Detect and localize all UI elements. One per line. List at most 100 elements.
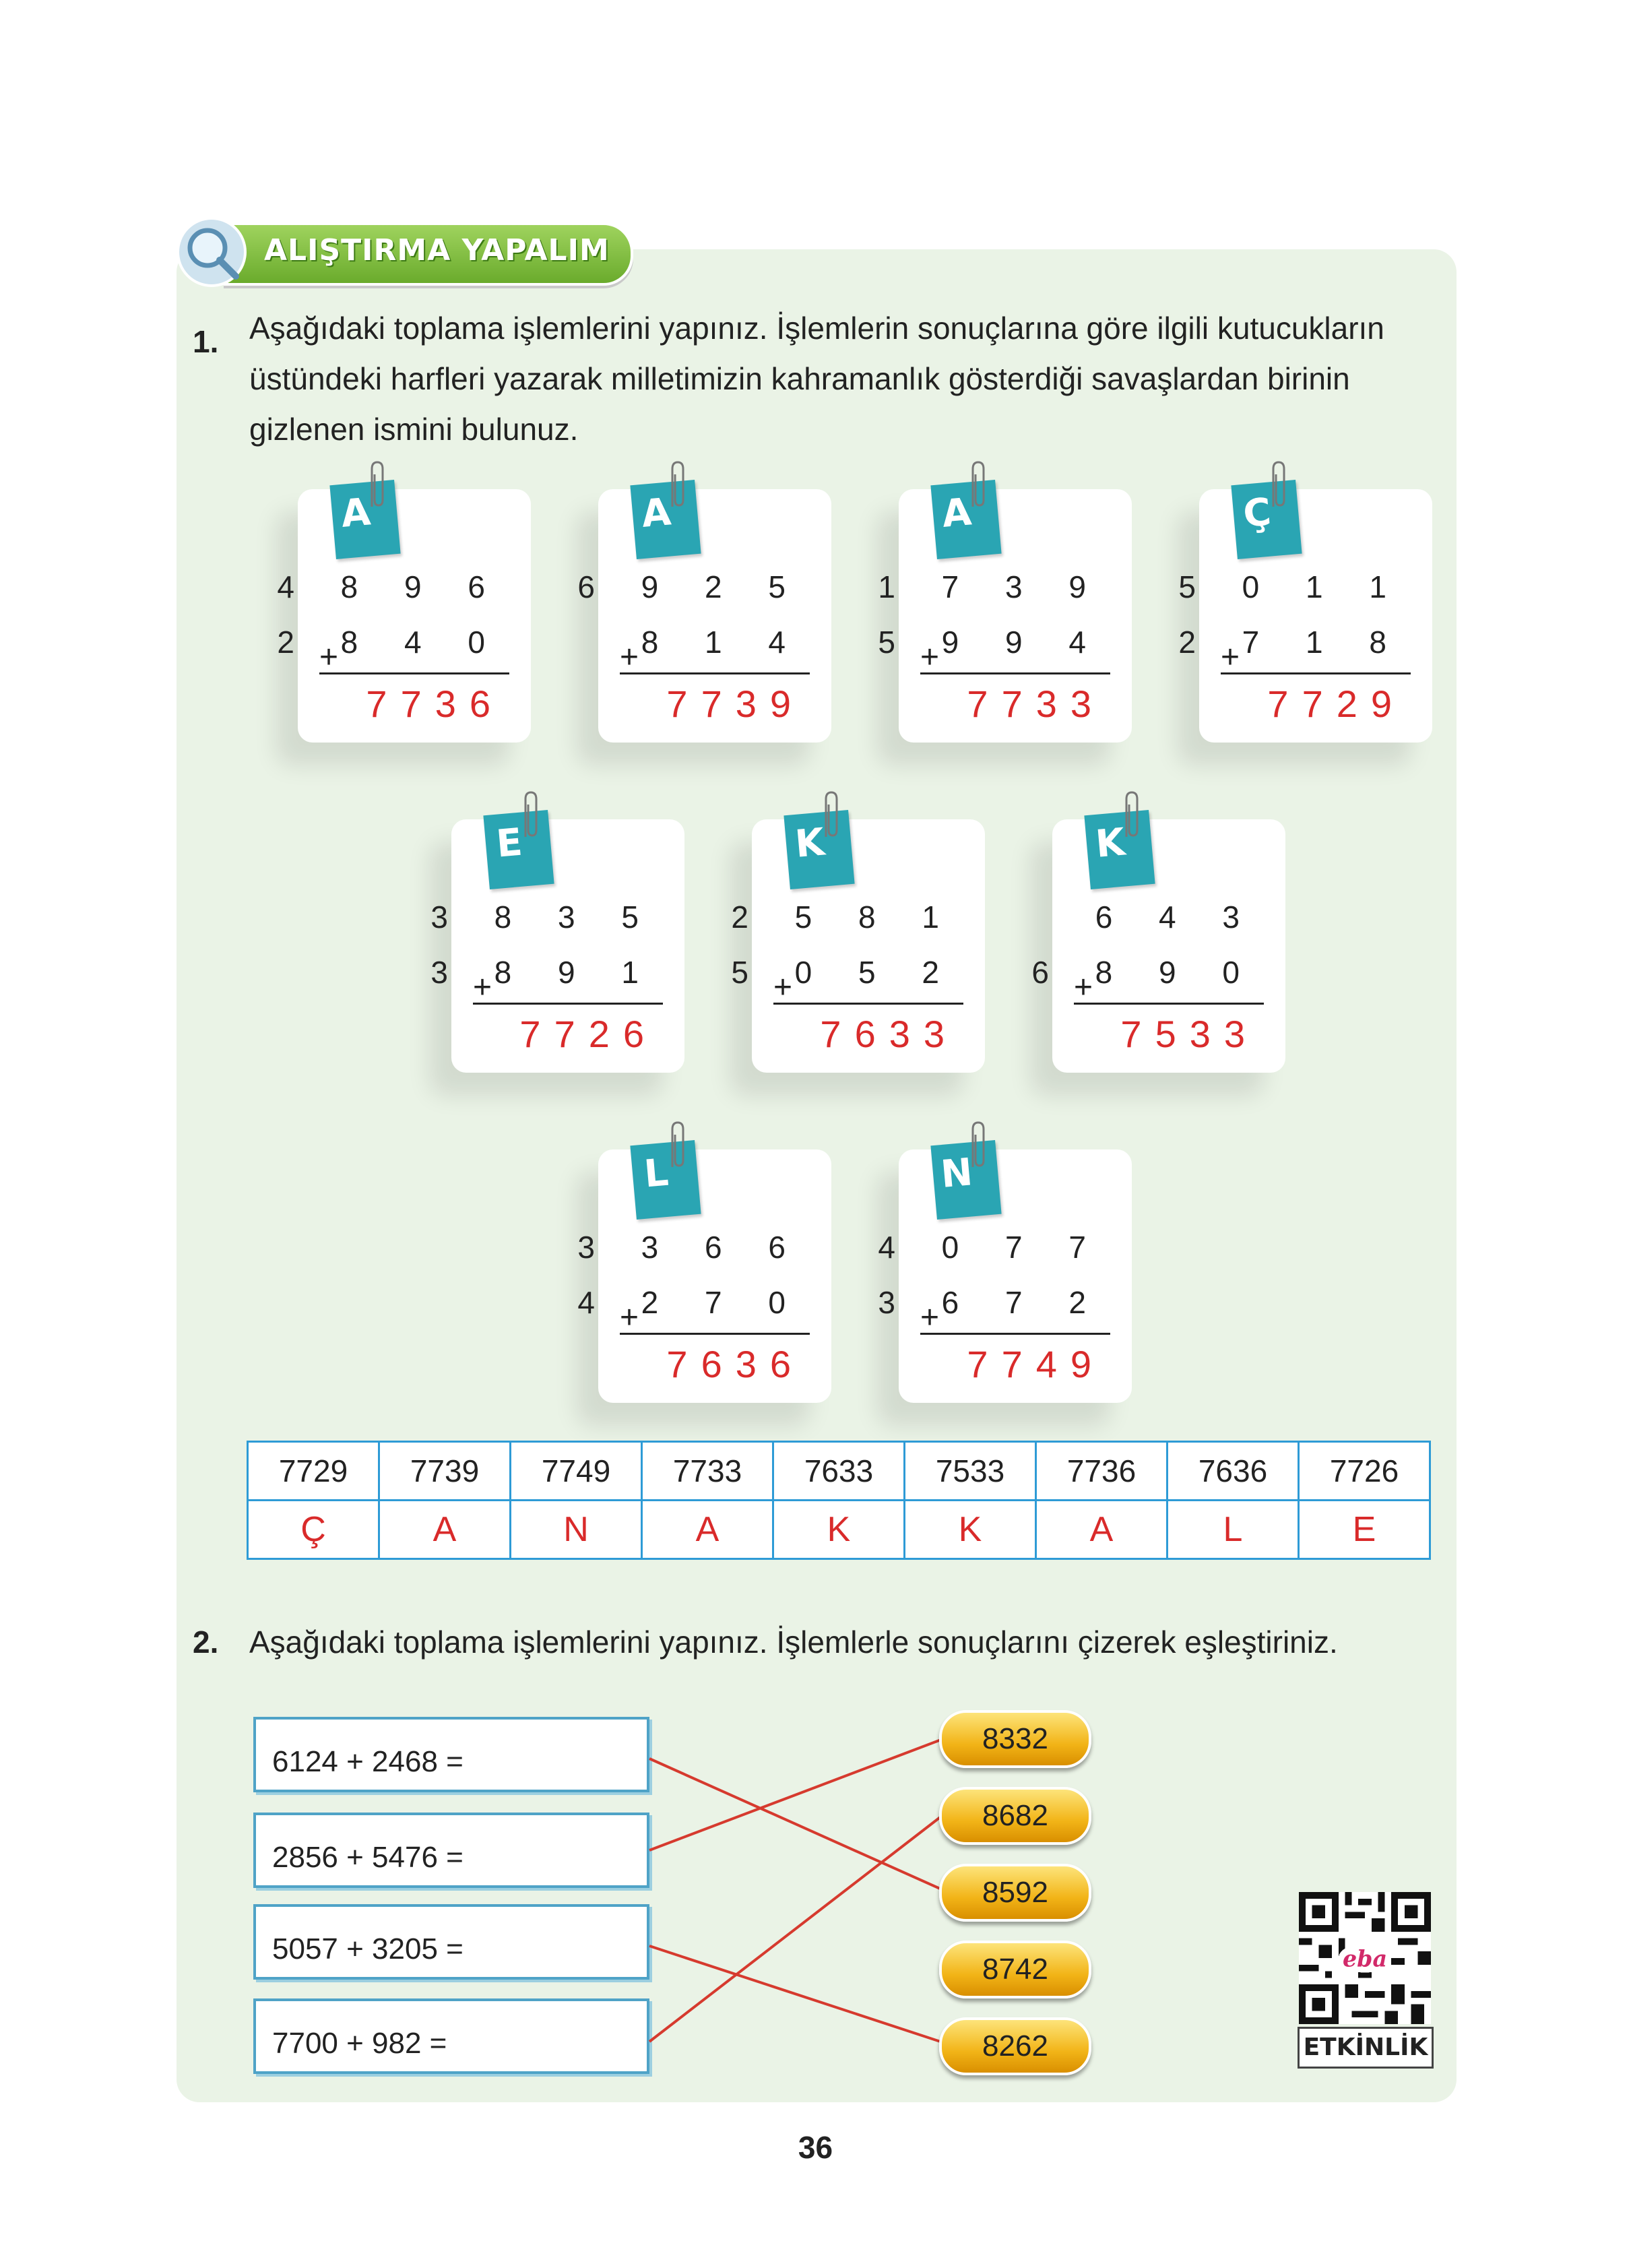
plus-sign: + (920, 639, 940, 675)
result-text: 8682 (982, 1799, 1048, 1832)
plus-sign: + (920, 1300, 940, 1335)
plus-sign: + (620, 1300, 639, 1335)
question-2-number: 2. (193, 1625, 219, 1660)
addend-1: 3 8 3 5 (430, 900, 658, 935)
result-pill: 8592 (939, 1864, 1091, 1922)
sum-line (620, 1333, 810, 1335)
answer-number: 7726 (1298, 1441, 1431, 1501)
answer-letter: E (1298, 1499, 1431, 1560)
answer-number: 7633 (772, 1441, 905, 1501)
sum-line (773, 1003, 963, 1005)
sum-result: 7729 (1267, 683, 1405, 725)
answer-number: 7739 (378, 1441, 511, 1501)
answer-letter: K (772, 1499, 905, 1560)
sum-result: 7633 (820, 1013, 958, 1055)
result-text: 8742 (982, 1953, 1048, 1986)
answer-letter: Ç (247, 1499, 380, 1560)
activity-label: ETKİNLİK (1298, 2027, 1434, 2069)
paperclip-icon (971, 1121, 985, 1167)
addend-2: 8 1 4 (641, 625, 804, 660)
expression-text: 2856 + 5476 = (272, 1841, 463, 1874)
sum-result: 7749 (967, 1343, 1105, 1385)
sum-line (473, 1003, 663, 1005)
result-pill: 8682 (939, 1787, 1091, 1845)
addition-card: A 1 7 3 9 + 5 9 9 4 7733 (878, 461, 1132, 743)
section-banner: ALIŞTIRMA YAPALIM (177, 217, 641, 287)
addend-1: 3 3 6 6 (577, 1230, 804, 1265)
sum-line (1074, 1003, 1264, 1005)
answer-number: 7736 (1035, 1441, 1168, 1501)
plus-sign: + (1221, 639, 1240, 675)
addition-card: A 4 8 9 6 + 2 8 4 0 7736 (277, 461, 531, 743)
result-text: 8332 (982, 1722, 1048, 1755)
addition-card: L 3 3 6 6 + 4 2 7 0 7636 (577, 1121, 831, 1403)
answer-number: 7733 (641, 1441, 774, 1501)
answer-letter: A (1035, 1499, 1168, 1560)
sum-result: 7533 (1120, 1013, 1258, 1055)
paperclip-icon (971, 461, 985, 507)
paperclip-icon (825, 791, 838, 837)
paperclip-icon (524, 791, 538, 837)
result-text: 8262 (982, 2029, 1048, 2062)
addition-card: K 2 5 8 1 + 5 0 5 2 7633 (731, 791, 985, 1073)
expression-box: 2856 + 5476 = (253, 1813, 649, 1888)
answer-number: 7533 (903, 1441, 1037, 1501)
paperclip-icon (371, 461, 384, 507)
sum-result: 7726 (519, 1013, 658, 1055)
addend-1: 4 8 9 6 (277, 569, 504, 604)
answer-number: 7749 (509, 1441, 643, 1501)
addition-card: N 4 0 7 7 + 3 6 7 2 7749 (878, 1121, 1132, 1403)
expression-box: 6124 + 2468 = (253, 1717, 649, 1792)
addend-2: 3 8 9 1 (430, 955, 658, 990)
question-2-text: Aşağıdaki toplama işlemlerini yapınız. İ… (249, 1625, 1338, 1660)
paperclip-icon (1125, 791, 1139, 837)
sum-line (1221, 672, 1411, 674)
section-title: ALIŞTIRMA YAPALIM (264, 233, 610, 267)
addend-2: 5 0 5 2 (731, 955, 958, 990)
plus-sign: + (319, 639, 339, 675)
answer-letter: K (903, 1499, 1037, 1560)
answer-letter: A (641, 1499, 774, 1560)
addend-1: 1 7 3 9 (878, 569, 1105, 604)
sum-result: 7733 (967, 683, 1105, 725)
answer-number: 7729 (247, 1441, 380, 1501)
result-pill: 8332 (939, 1710, 1091, 1768)
expression-text: 6124 + 2468 = (272, 1745, 463, 1778)
sum-line (920, 672, 1110, 674)
addition-card: K 6 4 3 + 6 8 9 0 7533 (1031, 791, 1285, 1073)
paperclip-icon (1272, 461, 1285, 507)
qr-code-icon: eba (1299, 1892, 1431, 2024)
result-pill: 8742 (939, 1941, 1091, 1998)
addition-card: A 6 9 2 5 + 8 1 4 7739 (577, 461, 831, 743)
match-line (649, 1737, 945, 1852)
answer-letters-row: Ç A N A K K A L E (247, 1499, 1431, 1560)
addend-2: 3 6 7 2 (878, 1285, 1105, 1320)
magnifier-icon (177, 217, 247, 287)
addend-2: 4 2 7 0 (577, 1285, 804, 1320)
answer-letter: L (1166, 1499, 1300, 1560)
paperclip-icon (671, 1121, 684, 1167)
answer-letter: A (378, 1499, 511, 1560)
addition-card: Ç 5 0 1 1 + 2 7 1 8 7729 (1178, 461, 1432, 743)
question-1-number: 1. (193, 324, 219, 359)
paperclip-icon (671, 461, 684, 507)
answer-number: 7636 (1166, 1441, 1300, 1501)
sum-result: 7739 (666, 683, 804, 725)
qr-overlay-text: eba (1343, 1946, 1387, 1972)
banner-bar (224, 222, 633, 286)
answer-table: 7729 7739 7749 7733 7633 7533 7736 7636 … (247, 1441, 1431, 1560)
addend-1: 6 9 2 5 (577, 569, 804, 604)
addition-card: E 3 8 3 5 + 3 8 9 1 7726 (430, 791, 684, 1073)
expression-text: 7700 + 982 = (272, 2027, 447, 2060)
expression-box: 7700 + 982 = (253, 1998, 649, 2074)
sum-line (620, 672, 810, 674)
result-pill: 8262 (939, 2017, 1091, 2075)
sum-line (319, 672, 509, 674)
expression-box: 5057 + 3205 = (253, 1904, 649, 1980)
addend-1: 4 0 7 7 (878, 1230, 1105, 1265)
plus-sign: + (1074, 970, 1093, 1005)
sum-result: 7736 (366, 683, 504, 725)
page-number: 36 (798, 2130, 833, 2165)
plus-sign: + (773, 970, 793, 1005)
